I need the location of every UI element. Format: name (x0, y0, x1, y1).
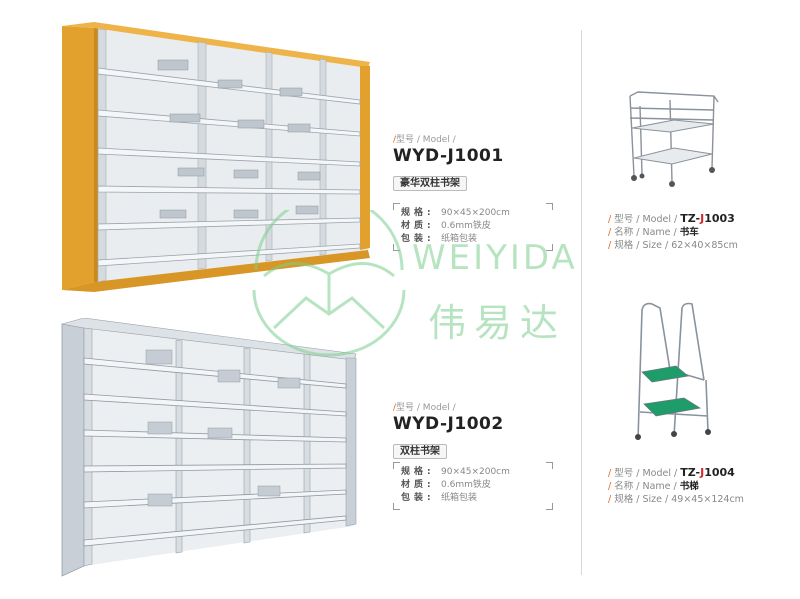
bookshelf-wyd-j1002-image (61, 318, 357, 577)
product-name: 双柱书架 (393, 444, 447, 459)
accessory-size-line: / 规格 / Size / 49×45×124cm (608, 494, 744, 505)
model-code: WYD-J1001 (393, 146, 504, 166)
spec-box-j1001: 规格:90×45×200cm 材质:0.6mm铁皮 包装:纸箱包装 (393, 203, 553, 251)
spec-row-size: 规格:90×45×200cm (401, 208, 510, 218)
accessory-model-line: / 型号 / Model / TZ-J1003 (608, 212, 735, 225)
spec-row-packing: 包装:纸箱包装 (401, 234, 478, 244)
bookshelf-wyd-j1001-image (62, 22, 370, 292)
model-code: WYD-J1002 (393, 414, 504, 434)
model-label: /型号 / Model / (393, 135, 456, 145)
watermark-brand-cjk: 伟易达 (428, 301, 567, 345)
spec-row-size: 规格:90×45×200cm (401, 467, 510, 477)
spec-row-material: 材质:0.6mm铁皮 (401, 480, 491, 490)
accessory-name-line: / 名称 / Name / 书车 (608, 227, 699, 238)
spec-row-material: 材质:0.6mm铁皮 (401, 221, 491, 231)
accessory-name-line: / 名称 / Name / 书梯 (608, 481, 699, 492)
column-divider (581, 30, 582, 575)
accessory-model-line: / 型号 / Model / TZ-J1004 (608, 466, 735, 479)
watermark-brand-latin: WEIYIDA (412, 238, 578, 278)
accessory-size-line: / 规格 / Size / 62×40×85cm (608, 240, 738, 251)
accessory-card-j1003: / 型号 / Model / TZ-J1003 / 名称 / Name / 书车… (608, 212, 738, 252)
product-name: 豪华双柱书架 (393, 176, 467, 191)
accessory-card-j1004: / 型号 / Model / TZ-J1004 / 名称 / Name / 书梯… (608, 466, 744, 506)
watermark-logo-icon (252, 210, 406, 357)
model-label: /型号 / Model / (393, 403, 456, 413)
book-cart-image (629, 91, 719, 187)
spec-box-j1002: 规格:90×45×200cm 材质:0.6mm铁皮 包装:纸箱包装 (393, 462, 553, 510)
product-card-j1002: /型号 / Model / WYD-J1002 双柱书架 (393, 400, 504, 459)
library-ladder-image (635, 302, 711, 441)
product-card-j1001: /型号 / Model / WYD-J1001 豪华双柱书架 (393, 132, 504, 191)
spec-row-packing: 包装:纸箱包装 (401, 493, 478, 503)
